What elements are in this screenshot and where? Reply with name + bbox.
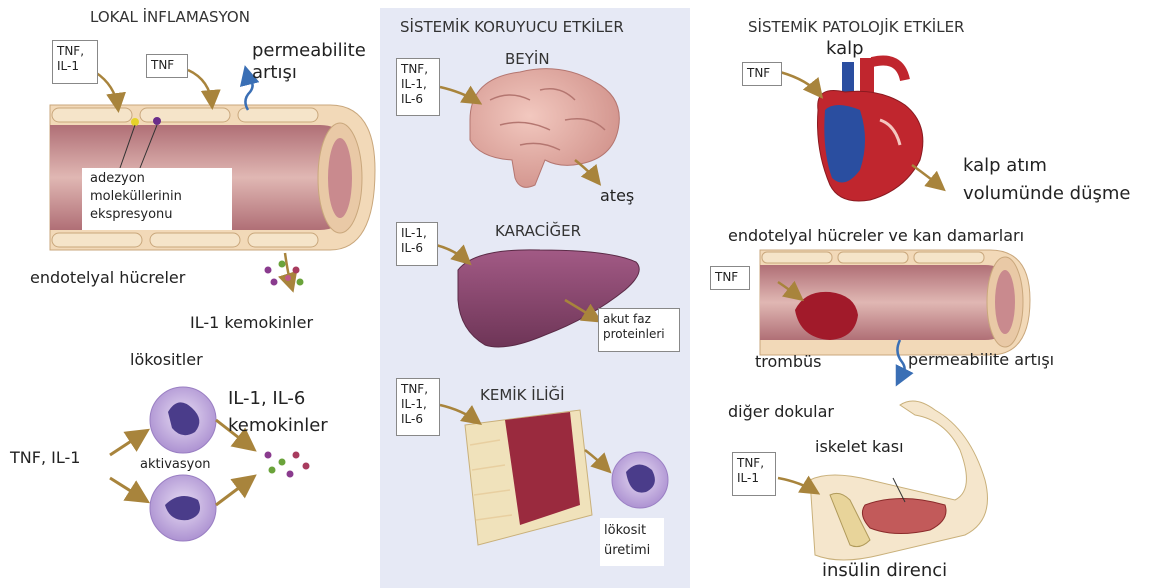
tnf-il1-arrow [95, 72, 118, 108]
adhesion-label: adezyon moleküllerinin ekspresyonu [82, 168, 232, 230]
insulin-resistance-label: insülin direnci [822, 560, 947, 581]
label-line: kalp atım [963, 152, 1130, 180]
systemic-pathologic-title: SİSTEMİK PATOLOJİK ETKİLER [748, 18, 964, 36]
permeability-label: permeabilite artışı [252, 40, 366, 84]
label-line: moleküllerinin [90, 188, 224, 206]
produced-leukocyte [612, 452, 668, 508]
vessel-tnf-box: TNF [710, 266, 750, 290]
cardiac-output-arrow [912, 165, 942, 188]
box-line: proteinleri [603, 327, 675, 342]
leukocytes-label: lökositler [130, 350, 203, 369]
box-line: IL-6 [401, 92, 435, 107]
brain-cytokine-box: TNF, IL-1, IL-6 [396, 58, 440, 116]
secretion-arrow-down [216, 478, 252, 505]
box-line: TNF [747, 66, 777, 81]
tnf-il1-label: TNF, IL-1 [10, 448, 80, 467]
chemokine-dots-top [265, 261, 304, 286]
chemokine-arrow [285, 253, 292, 288]
marrow-arrow [440, 405, 478, 422]
label-line: artışı [252, 62, 366, 84]
activation-arrow-up [110, 432, 145, 455]
thrombus-label: trombüs [755, 352, 822, 371]
chemokines-label: kemokinler [228, 415, 328, 436]
il1-chemokines-label: IL-1 kemokinler [190, 313, 313, 332]
tnf-arrow [188, 70, 212, 105]
cardiac-output-label: kalp atım volumünde düşme [963, 152, 1130, 208]
label-line: adezyon [90, 170, 224, 188]
marrow-cytokine-box: TNF, IL-1, IL-6 [396, 378, 440, 436]
endothelial-label: endotelyal hücreler [30, 268, 185, 287]
box-line: IL-1, [401, 397, 435, 412]
activation-label: aktivasyon [140, 457, 211, 473]
tnf-box: TNF [146, 54, 188, 78]
pathologic-permeability-label: permeabilite artışı [908, 350, 1054, 369]
box-line: IL-1 [737, 471, 771, 486]
box-line: TNF [151, 58, 183, 73]
leukocyte-production-arrow [585, 450, 608, 470]
local-inflammation-title: LOKAL İNFLAMASYON [90, 8, 250, 26]
box-line: TNF, [737, 456, 771, 471]
systemic-protective-title: SİSTEMİK KORUYUCU ETKİLER [400, 18, 624, 36]
bone-marrow-illustration [465, 410, 592, 545]
heart-tnf-box: TNF [742, 62, 782, 86]
box-line: IL-6 [401, 412, 435, 427]
box-line: TNF [715, 270, 745, 285]
box-line: IL-1, [401, 77, 435, 92]
brain-label: BEYİN [505, 50, 550, 68]
box-line: TNF, [401, 62, 435, 77]
liver-label: KARACİĞER [495, 222, 581, 240]
label-line: permeabilite [252, 40, 366, 62]
box-line: IL-1, [401, 226, 433, 241]
label-line: üretimi [604, 541, 660, 561]
vessels-label: endotelyal hücreler ve kan damarları [728, 226, 1024, 245]
muscle-cytokine-box: TNF, IL-1 [732, 452, 776, 496]
box-line: TNF, [401, 382, 435, 397]
brain-illustration [470, 69, 619, 188]
box-line: akut faz [603, 312, 675, 327]
label-line: volumünde düşme [963, 180, 1130, 208]
label-line: lökosit [604, 521, 660, 541]
box-line: IL-6 [401, 241, 433, 256]
other-tissues-label: diğer dokular [728, 402, 834, 421]
arm-muscle-illustration [810, 401, 988, 560]
bone-marrow-label: KEMİK İLİĞİ [480, 386, 565, 404]
heart-illustration [818, 58, 923, 201]
il1-il6-label: IL-1, IL-6 [228, 388, 305, 409]
skeletal-muscle-label: iskelet kası [815, 437, 904, 456]
tnf-il1-box: TNF, IL-1 [52, 40, 98, 84]
liver-arrow [436, 245, 468, 262]
label-line: ekspresyonu [90, 206, 224, 224]
fever-arrow [575, 160, 598, 182]
acute-phase-box: akut faz proteinleri [598, 308, 680, 352]
leukocyte-production-label: lökosit üretimi [600, 518, 664, 566]
pathologic-blood-vessel [760, 250, 1030, 355]
activation-arrow-down [110, 478, 145, 500]
brain-arrow [440, 87, 478, 102]
liver-cytokine-box: IL-1, IL-6 [396, 222, 438, 266]
fever-label: ateş [600, 186, 634, 205]
heart-label: kalp [826, 38, 864, 59]
box-line: IL-1 [57, 59, 93, 74]
heart-arrow [780, 72, 820, 95]
chemokine-dots-bottom [265, 452, 310, 478]
box-line: TNF, [57, 44, 93, 59]
